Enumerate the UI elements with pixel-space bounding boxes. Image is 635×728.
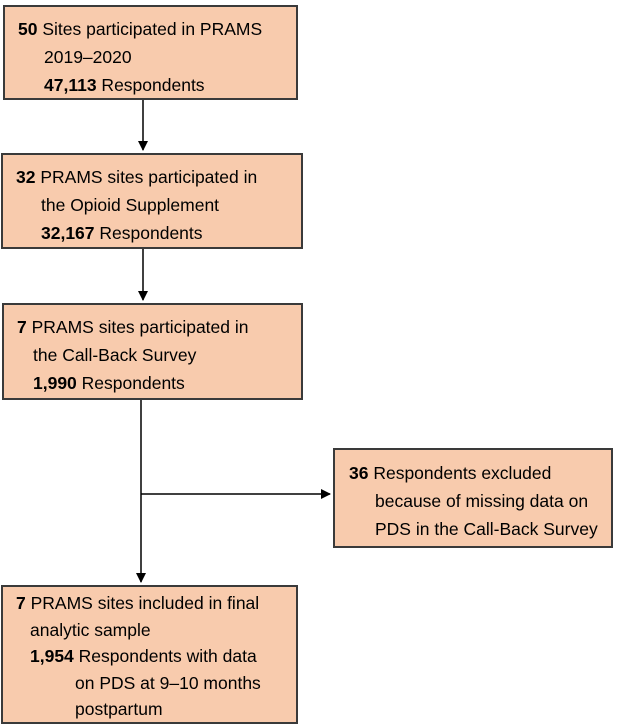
box-prams-sites: 50 Sites participated in PRAMS 2019–2020… — [3, 5, 298, 100]
bold-count: 7 — [16, 593, 26, 613]
line-text: the Call-Back Survey — [33, 345, 197, 365]
bold-count: 47,113 — [44, 75, 97, 95]
box-text-line: the Opioid Supplement — [16, 191, 288, 219]
box-text-line: on PDS at 9–10 months — [16, 670, 283, 697]
bold-count: 32,167 — [41, 223, 95, 243]
line-text: Respondents — [94, 223, 203, 243]
box-callback-survey: 7 PRAMS sites participated in the Call-B… — [2, 303, 303, 400]
box-text-line: 1,990 Respondents — [17, 369, 288, 397]
box-text-line: 7 PRAMS sites participated in — [17, 313, 288, 341]
line-text: analytic sample — [30, 619, 151, 640]
bold-count: 32 — [16, 167, 36, 187]
box-text-line: analytic sample — [16, 617, 283, 644]
box-text-line: 32,167 Respondents — [16, 219, 288, 247]
bold-count: 7 — [17, 317, 27, 337]
bold-count: 50 — [18, 19, 38, 39]
box-text-line: 7 PRAMS sites included in final — [16, 590, 283, 617]
box-final-analytic-sample: 7 PRAMS sites included in final analytic… — [1, 585, 298, 724]
box-text-line: 50 Sites participated in PRAMS — [18, 15, 283, 43]
bold-count: 1,990 — [33, 373, 77, 393]
line-text: Sites participated in PRAMS — [37, 19, 263, 39]
line-text: postpartum — [75, 699, 163, 719]
line-text: PRAMS sites participated in — [26, 317, 249, 337]
line-text: Respondents excluded — [368, 463, 552, 483]
line-text: Respondents — [76, 373, 185, 393]
line-text: 2019–2020 — [44, 47, 132, 67]
box-text-line: 47,113 Respondents — [18, 71, 283, 99]
box-text-line: PDS in the Call-Back Survey — [349, 515, 598, 543]
line-text: on PDS at 9–10 months — [75, 672, 261, 693]
box-text-line: 36 Respondents excluded — [349, 459, 597, 487]
line-text: PDS in the Call-Back Survey — [375, 519, 598, 539]
line-text: Respondents with data — [73, 646, 257, 666]
line-text: PRAMS sites participated in — [35, 167, 258, 187]
box-text-line: 32 PRAMS sites participated in — [16, 163, 288, 191]
line-text: the Opioid Supplement — [41, 195, 220, 215]
box-opioid-supplement: 32 PRAMS sites participated in the Opioi… — [1, 153, 303, 249]
box-text-line: the Call-Back Survey — [17, 341, 288, 369]
box-excluded-respondents: 36 Respondents excluded because of missi… — [333, 448, 613, 548]
box-text-line: 2019–2020 — [18, 43, 283, 71]
box-text-line: 1,954 Respondents with data — [16, 643, 283, 670]
bold-count: 1,954 — [30, 646, 74, 666]
box-text-line: because of missing data on — [349, 487, 597, 515]
line-text: PRAMS sites included in final — [25, 593, 260, 613]
line-text: Respondents — [96, 75, 205, 95]
bold-count: 36 — [349, 463, 369, 483]
box-text-line: postpartum — [16, 696, 283, 723]
line-text: because of missing data on — [375, 491, 589, 511]
